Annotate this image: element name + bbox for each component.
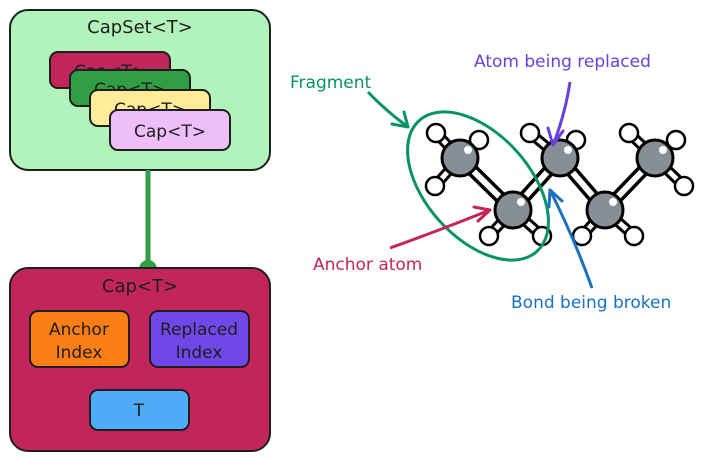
hydrogen-atom [623,225,645,247]
bond-broken-arrow [548,189,594,289]
hydrogen-atom [425,122,447,144]
anchor-atom-arrowhead [472,205,492,223]
hydrogen-atom [468,129,490,151]
cap-panel: Cap<T> Anchor Index Replaced Index T [9,267,271,452]
replaced-index-line1: Replaced [160,320,238,340]
hydrogen-atom [618,122,640,144]
bond-broken-label: Bond being broken [511,293,671,313]
hydrogen-atom [673,175,695,197]
annotation-bond-broken: Bond being broken [511,188,671,313]
carbon-atom-4 [585,190,625,230]
anchor-index-line1: Anchor [49,320,109,340]
capset-title: CapSet<T> [87,17,193,38]
anchor-index-line2: Index [56,343,103,363]
fragment-label: Fragment [290,73,372,93]
annotation-anchor-atom: Anchor atom [313,205,492,275]
hydrogen-atom [519,122,541,144]
hydrogen-atom [424,175,446,197]
butane-molecule [424,122,695,247]
t-label: T [133,401,145,421]
carbon-atom-1 [440,138,480,178]
carbon-atom-anchor [493,190,533,230]
anchor-atom-label: Anchor atom [313,255,422,275]
t-box: T [89,389,190,431]
hydrogen-atom [478,225,500,247]
fragment-ellipse [406,110,550,262]
capset-card-4-label: Cap<T> [134,122,206,142]
capset-panel: CapSet<T> Cap<T> Cap<T> Cap<T> Cap<T> [9,9,271,171]
replaced-index-line2: Index [176,343,223,363]
fragment-arrowhead [390,110,410,129]
carbon-atom-replaced [540,138,580,178]
hydrogen-atom [665,129,687,151]
fragment-arrow [366,90,409,129]
anchor-atom-arrow [389,208,491,250]
replaced-index-box: Replaced Index [149,310,250,368]
annotation-atom-replaced: Atom being replaced [474,52,651,147]
capset-cap-connector [139,170,157,278]
carbon-atom-5 [635,138,675,178]
carbon-highlights [464,146,667,206]
capset-card-4: Cap<T> [109,109,231,151]
annotation-fragment: Fragment [290,73,410,129]
anchor-index-box: Anchor Index [29,310,130,368]
atom-replaced-label: Atom being replaced [474,52,651,72]
atom-replaced-arrowhead [546,126,565,147]
cap-title: Cap<T> [102,276,178,297]
bond-broken-arrowhead [547,188,564,209]
